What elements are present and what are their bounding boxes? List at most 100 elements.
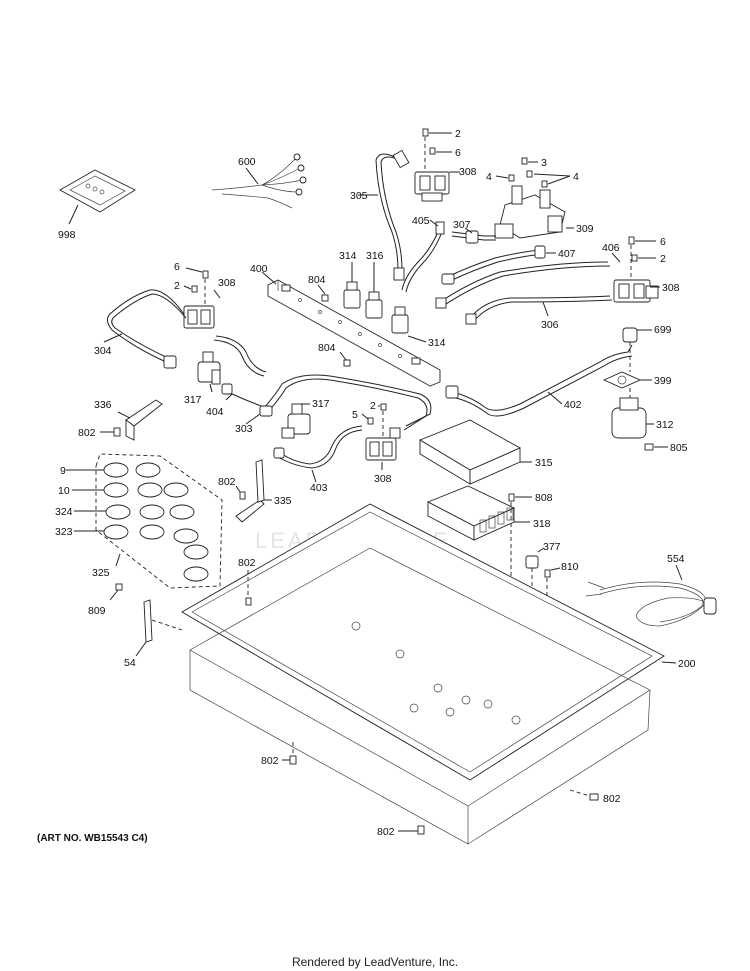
part-318-terminal-block[interactable]: [426, 485, 530, 541]
callout-6: 6: [660, 236, 666, 248]
screw-804-top[interactable]: [317, 284, 329, 302]
callout-808: 808: [535, 492, 553, 504]
callout-308: 308: [374, 473, 392, 485]
callout-4: 4: [573, 171, 579, 183]
screw-809[interactable]: [109, 583, 123, 601]
callout-2: 2: [660, 253, 666, 265]
callout-304: 304: [94, 345, 112, 357]
screw-802-bottom-left[interactable]: [282, 742, 297, 765]
part-307-tube[interactable]: [451, 227, 496, 244]
screw-5[interactable]: [361, 413, 374, 425]
part-312-regulator[interactable]: [611, 388, 654, 439]
callout-314: 314: [428, 337, 446, 349]
callout-308: 308: [218, 277, 236, 289]
part-305-tube[interactable]: [358, 149, 410, 281]
callout-404: 404: [206, 406, 224, 418]
screws-4[interactable]: [495, 170, 571, 188]
screw-802-gasket[interactable]: [245, 570, 252, 606]
callout-324: 324: [55, 506, 73, 518]
callout-6: 6: [174, 261, 180, 273]
part-998-literature-packet[interactable]: [59, 169, 136, 225]
callout-306: 306: [541, 319, 559, 331]
callout-316: 316: [366, 250, 384, 262]
part-336-bracket[interactable]: [117, 399, 163, 441]
callout-2: 2: [174, 280, 180, 292]
callout-317: 317: [184, 394, 202, 406]
callout-317: 317: [312, 398, 330, 410]
part-405-tube[interactable]: [401, 219, 445, 293]
callout-600: 600: [238, 156, 256, 168]
callout-2: 2: [370, 400, 376, 412]
footer-credit: Rendered by LeadVenture, Inc.: [291, 955, 459, 969]
part-304-tube[interactable]: [103, 289, 187, 369]
part-315-cover[interactable]: [418, 419, 532, 485]
part-554-power-cord[interactable]: [585, 564, 717, 627]
screw-802-bracket[interactable]: [235, 485, 246, 500]
part-402-tube[interactable]: [445, 344, 633, 417]
callout-377: 377: [543, 541, 561, 553]
callout-2: 2: [455, 128, 461, 140]
screw-802-bottom[interactable]: [398, 825, 425, 835]
part-314-valve-right[interactable]: [391, 306, 427, 343]
part-306-tube[interactable]: [465, 295, 613, 325]
part-316-valve[interactable]: [365, 262, 383, 319]
callout-802: 802: [218, 476, 236, 488]
callout-305: 305: [350, 190, 368, 202]
callout-400: 400: [250, 263, 268, 275]
callout-399: 399: [654, 375, 672, 387]
screw-3[interactable]: [521, 157, 538, 165]
part-699-fitting[interactable]: [622, 327, 652, 343]
callout-315: 315: [535, 457, 553, 469]
screw-804-lower[interactable]: [339, 351, 351, 367]
part-406-tube[interactable]: [435, 252, 621, 309]
screw-2-right[interactable]: [631, 254, 656, 262]
callout-407: 407: [558, 248, 576, 260]
part-303-tube[interactable]: [245, 374, 432, 431]
screw-2-top[interactable]: [422, 128, 452, 172]
callout-307: 307: [453, 219, 471, 231]
callout-554: 554: [667, 553, 685, 565]
part-403-tube[interactable]: [273, 425, 363, 483]
callout-10: 10: [58, 485, 70, 497]
art-number: (ART NO. WB15543 C4): [37, 833, 148, 844]
burner-caps: [103, 462, 209, 582]
screw-6-right[interactable]: [628, 236, 656, 280]
screw-6-left[interactable]: [185, 267, 209, 306]
part-200-gasket[interactable]: [181, 503, 677, 781]
part-308-valve-left[interactable]: [183, 289, 221, 329]
callout-303: 303: [235, 423, 253, 435]
part-404-tube[interactable]: [213, 335, 267, 409]
screw-2-left[interactable]: [183, 285, 198, 293]
callout-802: 802: [603, 793, 621, 805]
callout-402: 402: [564, 399, 582, 411]
callout-802: 802: [377, 826, 395, 838]
callout-9: 9: [60, 465, 66, 477]
part-317-valve-center[interactable]: [281, 403, 311, 439]
part-54-strip[interactable]: [135, 599, 183, 657]
callout-325: 325: [92, 567, 110, 579]
part-400-manifold[interactable]: [261, 271, 441, 387]
part-308-valve-lower[interactable]: [365, 427, 401, 470]
part-325-burner-set[interactable]: [66, 453, 223, 589]
part-314-valve-left[interactable]: [343, 262, 361, 309]
part-335-bracket[interactable]: [235, 459, 272, 523]
screw-2-lower[interactable]: [378, 403, 387, 438]
screw-802-bottom-right[interactable]: [569, 789, 599, 801]
callout-804: 804: [308, 274, 326, 286]
part-407-tube[interactable]: [441, 245, 556, 285]
callout-335: 335: [274, 495, 292, 507]
part-805-screw[interactable]: [644, 443, 668, 451]
screw-6-top[interactable]: [429, 147, 452, 155]
part-309-valve-assembly[interactable]: [494, 185, 574, 239]
screw-802-left[interactable]: [100, 427, 121, 437]
part-308-valve-right[interactable]: [613, 279, 660, 303]
callout-804: 804: [318, 342, 336, 354]
part-317-valve-left[interactable]: [197, 351, 221, 393]
part-308-valve-top[interactable]: [414, 171, 460, 202]
callout-323: 323: [55, 526, 73, 538]
part-399-bracket[interactable]: [602, 342, 652, 389]
callout-809: 809: [88, 605, 106, 617]
callout-405: 405: [412, 215, 430, 227]
part-600-wire-harness[interactable]: [211, 153, 307, 209]
